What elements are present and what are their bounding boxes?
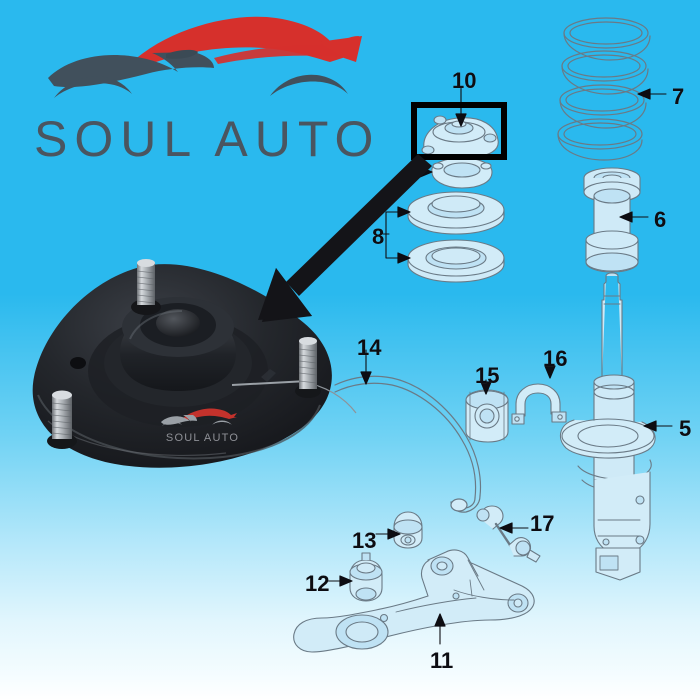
callout-label-16: 16 — [543, 346, 568, 371]
mount-stud-right — [295, 337, 321, 398]
part-sway-bar-bushing — [465, 389, 509, 443]
brand-wordmark: SOUL AUTO — [34, 111, 381, 167]
brand-logo — [48, 16, 362, 98]
mount-stamp-mark — [261, 369, 276, 382]
part-strut-bearing — [407, 239, 505, 283]
callout-label-11: 11 — [430, 648, 454, 673]
logo-rear-wheel-arc — [270, 74, 348, 96]
part-strut-mount-drawing — [421, 115, 499, 159]
part-upper-spring-seat — [407, 191, 505, 235]
callout-label-17: 17 — [530, 511, 555, 536]
part-mount-plate — [431, 157, 493, 189]
mount-locating-hole — [70, 357, 86, 369]
callout-label-14: 14 — [357, 335, 382, 360]
callout-label-13: 13 — [352, 528, 377, 553]
part-strut-assembly — [559, 272, 656, 581]
mount-stud-top — [131, 259, 161, 315]
part-sway-bar-bracket — [511, 383, 567, 425]
logo-red-swoosh — [130, 16, 359, 68]
callout-label-5: 5 — [679, 416, 692, 441]
part-ball-joint — [349, 552, 383, 602]
part-coil-spring — [557, 17, 651, 161]
logo-dark-body — [48, 52, 214, 88]
part-bump-stop — [583, 167, 641, 273]
product-photo-strut-mount — [32, 259, 357, 468]
part-lower-control-arm — [293, 549, 535, 653]
callout-label-10: 10 — [452, 68, 477, 93]
part-control-arm-bushing — [393, 511, 423, 549]
mount-wire — [231, 380, 309, 386]
logo-red-spoiler — [318, 36, 362, 62]
callout-label-7: 7 — [672, 84, 685, 109]
logo-mirror — [166, 49, 198, 59]
callout-label-15: 15 — [475, 363, 500, 388]
callout-label-12: 12 — [305, 571, 330, 596]
callout-label-8: 8 — [372, 224, 385, 249]
logo-red-tail — [214, 44, 354, 64]
bushing-center-hole — [156, 309, 200, 337]
bushing-highlight — [129, 310, 183, 340]
mount-stud-left — [47, 390, 77, 449]
callout-label-6: 6 — [654, 207, 667, 232]
logo-front-wheel-arc — [54, 76, 132, 98]
part-10-highlight-box — [411, 102, 507, 160]
